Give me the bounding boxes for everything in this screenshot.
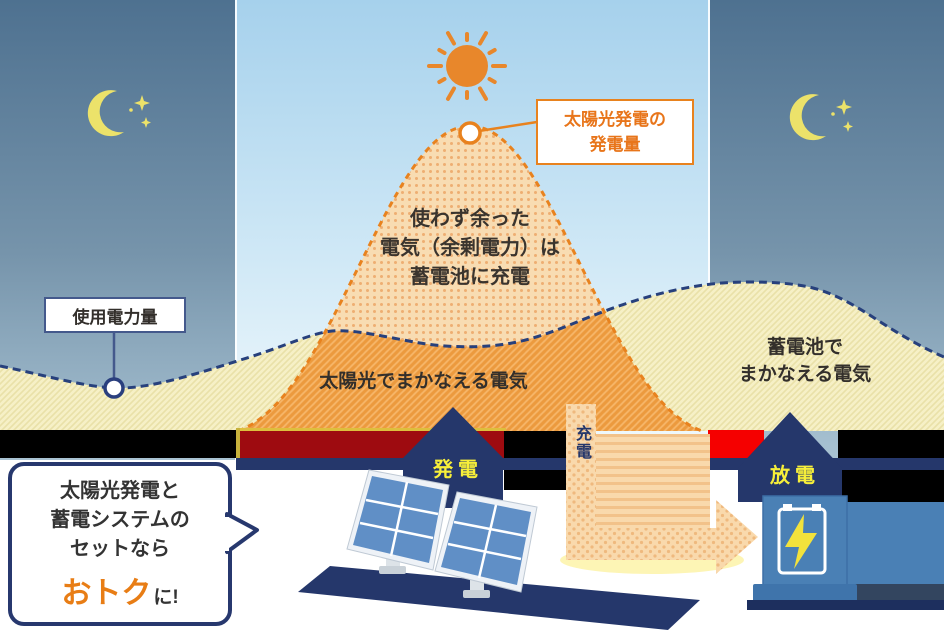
usage-line (0, 280, 944, 390)
surplus-line-3: 蓄電池に充電 (410, 266, 530, 288)
battery-covered-label: 蓄電池で まかなえる電気 (708, 334, 902, 388)
battery-covered-line-2: まかなえる電気 (738, 364, 872, 385)
generation-arrow-text: 発電 (433, 458, 483, 481)
charge-flow-arrow (560, 404, 758, 574)
surplus-line-1: 使わず余った (410, 208, 530, 230)
pv-output-text-1: 太陽光発電の (564, 110, 666, 129)
pv-peak-marker-dot (458, 121, 482, 145)
generation-arrow-label: 発電 (403, 452, 508, 482)
charge-flow-text: 充電 (573, 425, 590, 461)
pv-output-label: 太陽光発電の 発電量 (536, 99, 694, 165)
usage-marker-dot (103, 377, 125, 399)
battery-illustration (747, 495, 944, 610)
moon-icon-left (87, 90, 151, 137)
pv-callout-line (478, 120, 538, 133)
pv-output-text-2: 発電量 (589, 135, 641, 154)
bubble-suffix-text: に! (153, 586, 179, 608)
promo-speech-bubble: 太陽光発電と 蓄電システムの セットなら おトク に! (8, 462, 232, 626)
solar-supplied-area (238, 282, 702, 431)
surplus-line-2: 電気（余剰電力）は (380, 237, 560, 259)
bubble-line-2: 蓄電システムの (50, 508, 190, 531)
battery-icon (777, 504, 827, 575)
bubble-line-3: セットなら (70, 537, 170, 560)
moon-icon-right (789, 94, 853, 141)
discharge-arrow-shape (738, 412, 842, 502)
usage-power-label: 使用電力量 (44, 297, 186, 333)
speech-bubble-tail (225, 512, 259, 554)
bubble-highlight-text: おトク (61, 576, 152, 610)
solar-covered-text: 太陽光でまかなえる電気 (319, 371, 528, 392)
solar-panel-illustration (298, 469, 700, 630)
battery-covered-line-1: 蓄電池で (766, 337, 843, 358)
charge-flow-label: 充電 (566, 406, 596, 480)
lightning-icon (785, 514, 817, 569)
surplus-charge-note: 使わず余った 電気（余剰電力）は 蓄電池に充電 (345, 205, 595, 292)
solar-covered-label: 太陽光でまかなえる電気 (316, 366, 531, 393)
discharge-arrow-text: 放電 (770, 464, 820, 487)
sun-icon (427, 31, 507, 101)
pv-bell-outline (237, 124, 703, 433)
bubble-line-1: 太陽光発電と (60, 479, 180, 502)
usage-power-text: 使用電力量 (72, 307, 158, 327)
discharge-arrow-label: 放電 (738, 458, 847, 488)
